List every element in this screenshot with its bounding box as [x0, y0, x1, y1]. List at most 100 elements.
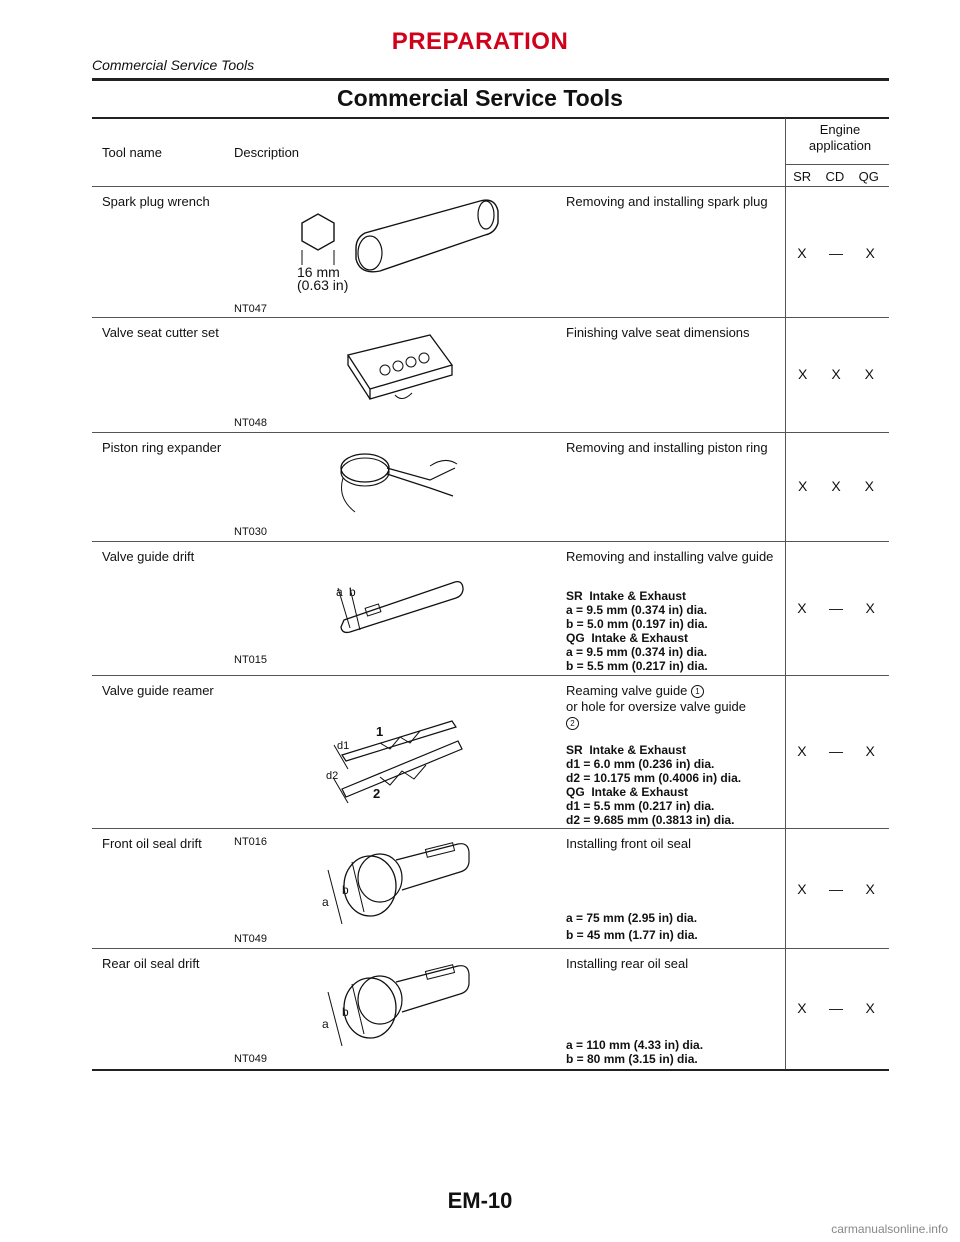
app-cd: — [829, 1000, 843, 1016]
illus-label-d2: d2 [326, 770, 339, 782]
row-divider [92, 948, 889, 949]
section-subtitle: Commercial Service Tools [92, 57, 255, 73]
valve-guide-reamer-illustration [333, 720, 463, 804]
table-bottom-rule [92, 1069, 889, 1071]
page-number: EM-10 [447, 1188, 513, 1213]
tool-description: Finishing valve seat dimensions [566, 325, 750, 340]
illus-label-b: b [349, 585, 356, 599]
app-qg: X [864, 478, 874, 494]
table-top-rule [92, 117, 889, 119]
watermark: carmanualsonline.info [831, 1222, 948, 1236]
desc-line-2: or hole for oversize valve guide [566, 699, 746, 714]
engine-header-row: SR CD QG [786, 169, 886, 184]
row-divider [92, 432, 889, 433]
app-qg: X [865, 743, 875, 759]
figure-code: NT030 [234, 526, 268, 538]
app-cd: — [829, 743, 843, 759]
row-divider [92, 675, 889, 676]
app-sr: X [797, 478, 808, 494]
tool-specification: SR Intake & Exhaust d1 = 6.0 mm (0.236 i… [566, 743, 742, 827]
engine-application: X — X [786, 1000, 886, 1016]
app-sr: X [797, 881, 807, 897]
tool-description: Installing front oil seal [566, 836, 692, 851]
illus-label-size-in: (0.63 in) [297, 277, 349, 293]
tool-description: Removing and installing valve guide [566, 549, 774, 564]
marker-1-icon: 1 [691, 685, 705, 699]
page-title: Commercial Service Tools [337, 85, 623, 111]
app-cd: X [831, 478, 841, 494]
illus-label-d1: d1 [337, 740, 350, 752]
tool-name-valve-guide-reamer: Valve guide reamer [102, 683, 214, 698]
app-cd: — [829, 881, 843, 897]
tool-description-continued: or hole for oversize valve guide [566, 699, 786, 715]
app-qg: X [865, 600, 875, 616]
col-header-engine: Engine application [808, 122, 872, 153]
engine-sr: SR [793, 169, 812, 184]
figure-code: NT016 [234, 836, 268, 848]
tool-specification: a = 75 mm (2.95 in) dia. b = 45 mm (1.77… [566, 911, 698, 942]
col-header-tool: Tool name [102, 145, 162, 160]
valve-seat-cutter-set-illustration [346, 334, 454, 400]
illus-marker-1: 1 [376, 724, 384, 739]
engine-column-divider [785, 118, 786, 1070]
engine-qg: QG [858, 169, 879, 184]
marker-2-wrap: 2 [566, 715, 579, 731]
tool-name-front-oil-seal-drift: Front oil seal drift [102, 836, 202, 851]
illus-label-b: b [342, 1005, 349, 1019]
rear-oil-seal-drift-illustration [327, 964, 470, 1047]
spark-plug-wrench-illustration [301, 199, 499, 273]
piston-ring-expander-illustration [340, 453, 458, 513]
tool-specification: a = 110 mm (4.33 in) dia. b = 80 mm (3.1… [566, 1038, 704, 1066]
table-header-rule [92, 186, 889, 187]
illus-label-a: a [322, 1017, 329, 1031]
engine-application: X X X [786, 366, 886, 382]
app-sr: X [797, 600, 807, 616]
figure-code: NT048 [234, 417, 268, 429]
col-header-desc: Description [234, 145, 300, 160]
app-sr: X [797, 245, 807, 261]
valve-guide-drift-illustration [337, 580, 464, 634]
engine-application: X — X [786, 743, 886, 759]
app-qg: X [865, 245, 875, 261]
figure-code: NT015 [234, 654, 268, 666]
tool-description: Reaming valve guide 1 [566, 683, 786, 699]
tool-name-valve-guide-drift: Valve guide drift [102, 549, 195, 564]
section-title: PREPARATION [391, 28, 569, 55]
tool-name-rear-oil-seal-drift: Rear oil seal drift [102, 956, 200, 971]
engine-subheader-rule [785, 164, 889, 165]
illus-label-b: b [342, 883, 349, 897]
figure-code: NT049 [234, 933, 268, 945]
engine-application: X — X [786, 881, 886, 897]
app-sr: X [797, 1000, 807, 1016]
desc-line-1: Reaming valve guide [566, 683, 688, 698]
app-qg: X [865, 881, 875, 897]
engine-cd: CD [825, 169, 845, 184]
engine-application: X — X [786, 600, 886, 616]
engine-application: X — X [786, 245, 886, 261]
tool-name-piston-ring-expander: Piston ring expander [102, 440, 222, 455]
app-cd: — [829, 245, 843, 261]
tool-description: Installing rear oil seal [566, 956, 689, 971]
app-sr: X [797, 366, 808, 382]
marker-2-icon: 2 [566, 717, 579, 731]
front-oil-seal-drift-illustration [327, 842, 470, 925]
header-rule [92, 78, 889, 81]
tool-name-valve-seat-cutter-set: Valve seat cutter set [102, 325, 219, 340]
app-cd: X [831, 366, 841, 382]
figure-code: NT049 [234, 1053, 268, 1065]
tool-description: Removing and installing spark plug [566, 194, 768, 209]
app-qg: X [864, 366, 874, 382]
row-divider [92, 317, 889, 318]
figure-code: NT047 [234, 303, 268, 315]
app-cd: — [829, 600, 843, 616]
engine-application: X X X [786, 478, 886, 494]
app-sr: X [797, 743, 807, 759]
tool-specification: SR Intake & Exhaust a = 9.5 mm (0.374 in… [566, 589, 708, 673]
tool-name-spark-plug-wrench: Spark plug wrench [102, 194, 210, 209]
row-divider [92, 828, 889, 829]
tool-description: Removing and installing piston ring [566, 440, 768, 455]
row-divider [92, 541, 889, 542]
illus-label-a: a [336, 585, 343, 599]
illus-label-a: a [322, 895, 329, 909]
illus-marker-2: 2 [373, 786, 381, 801]
